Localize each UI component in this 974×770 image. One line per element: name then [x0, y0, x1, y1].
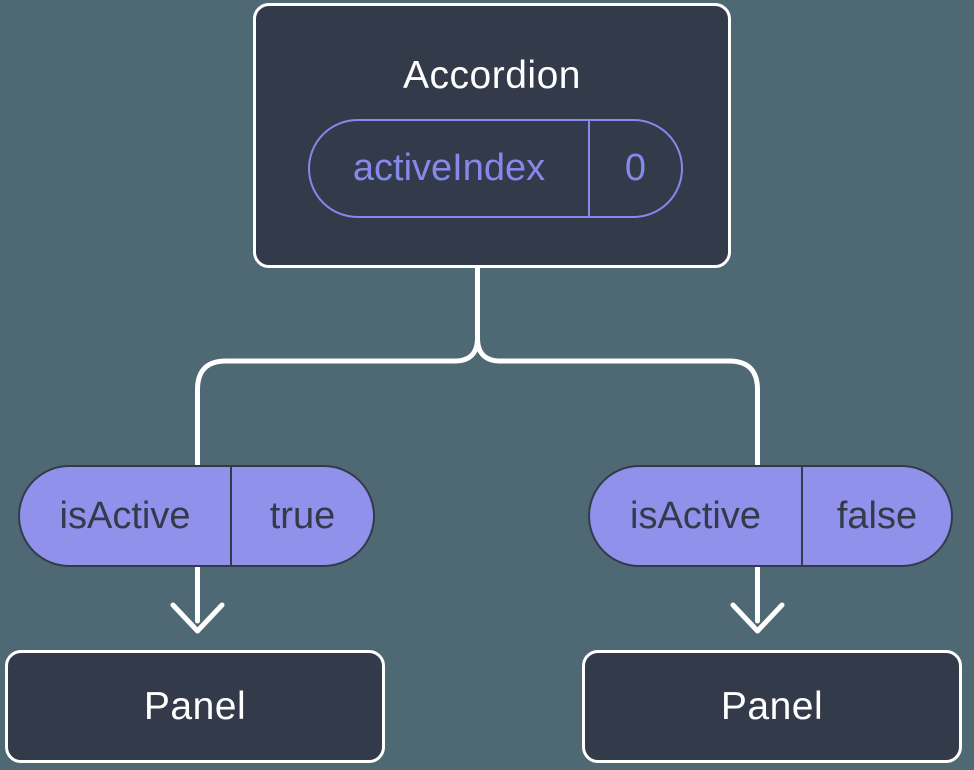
prop-name-label: isActive [20, 467, 232, 565]
active-index-state-pill: activeIndex 0 [308, 119, 683, 218]
panel-label: Panel [720, 684, 824, 728]
accordion-node-box: Accordion activeIndex 0 [253, 3, 731, 268]
arrow-down-icon-left [170, 561, 225, 634]
prop-name-label: isActive [590, 467, 803, 565]
panel-node-box-right: Panel [582, 650, 962, 763]
panel-label: Panel [143, 684, 247, 728]
connector-branch-left [195, 263, 480, 471]
connector-branch-right [475, 263, 760, 471]
is-active-prop-pill-left: isActive true [18, 465, 375, 567]
state-value-label: 0 [624, 147, 647, 189]
arrow-down-icon-right [730, 561, 785, 634]
prop-value-label: false [836, 494, 918, 537]
prop-value-label: true [269, 494, 336, 537]
is-active-prop-pill-right: isActive false [588, 465, 953, 567]
state-name-label: activeIndex [310, 121, 590, 216]
panel-node-box-left: Panel [5, 650, 385, 763]
accordion-title: Accordion [403, 54, 581, 97]
